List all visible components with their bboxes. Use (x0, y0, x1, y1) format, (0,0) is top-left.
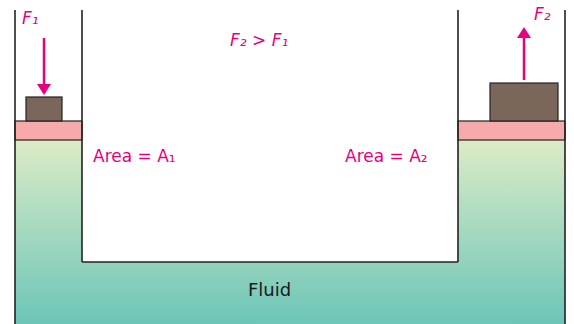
fluid-label: Fluid (248, 279, 291, 301)
force-label: F₂ (534, 4, 551, 24)
cylinder-walls (15, 10, 565, 324)
force-comparison: F₂ > F₁ (230, 30, 288, 50)
large-piston (458, 121, 565, 140)
fluid (15, 140, 565, 324)
large-weight (490, 83, 558, 121)
small-piston (15, 121, 82, 140)
area-label: Area = A₁ (93, 146, 176, 166)
force-label: F₁ (22, 8, 39, 28)
small-weight (26, 97, 62, 121)
force-arrows (37, 27, 531, 95)
area-label: Area = A₂ (345, 146, 428, 166)
